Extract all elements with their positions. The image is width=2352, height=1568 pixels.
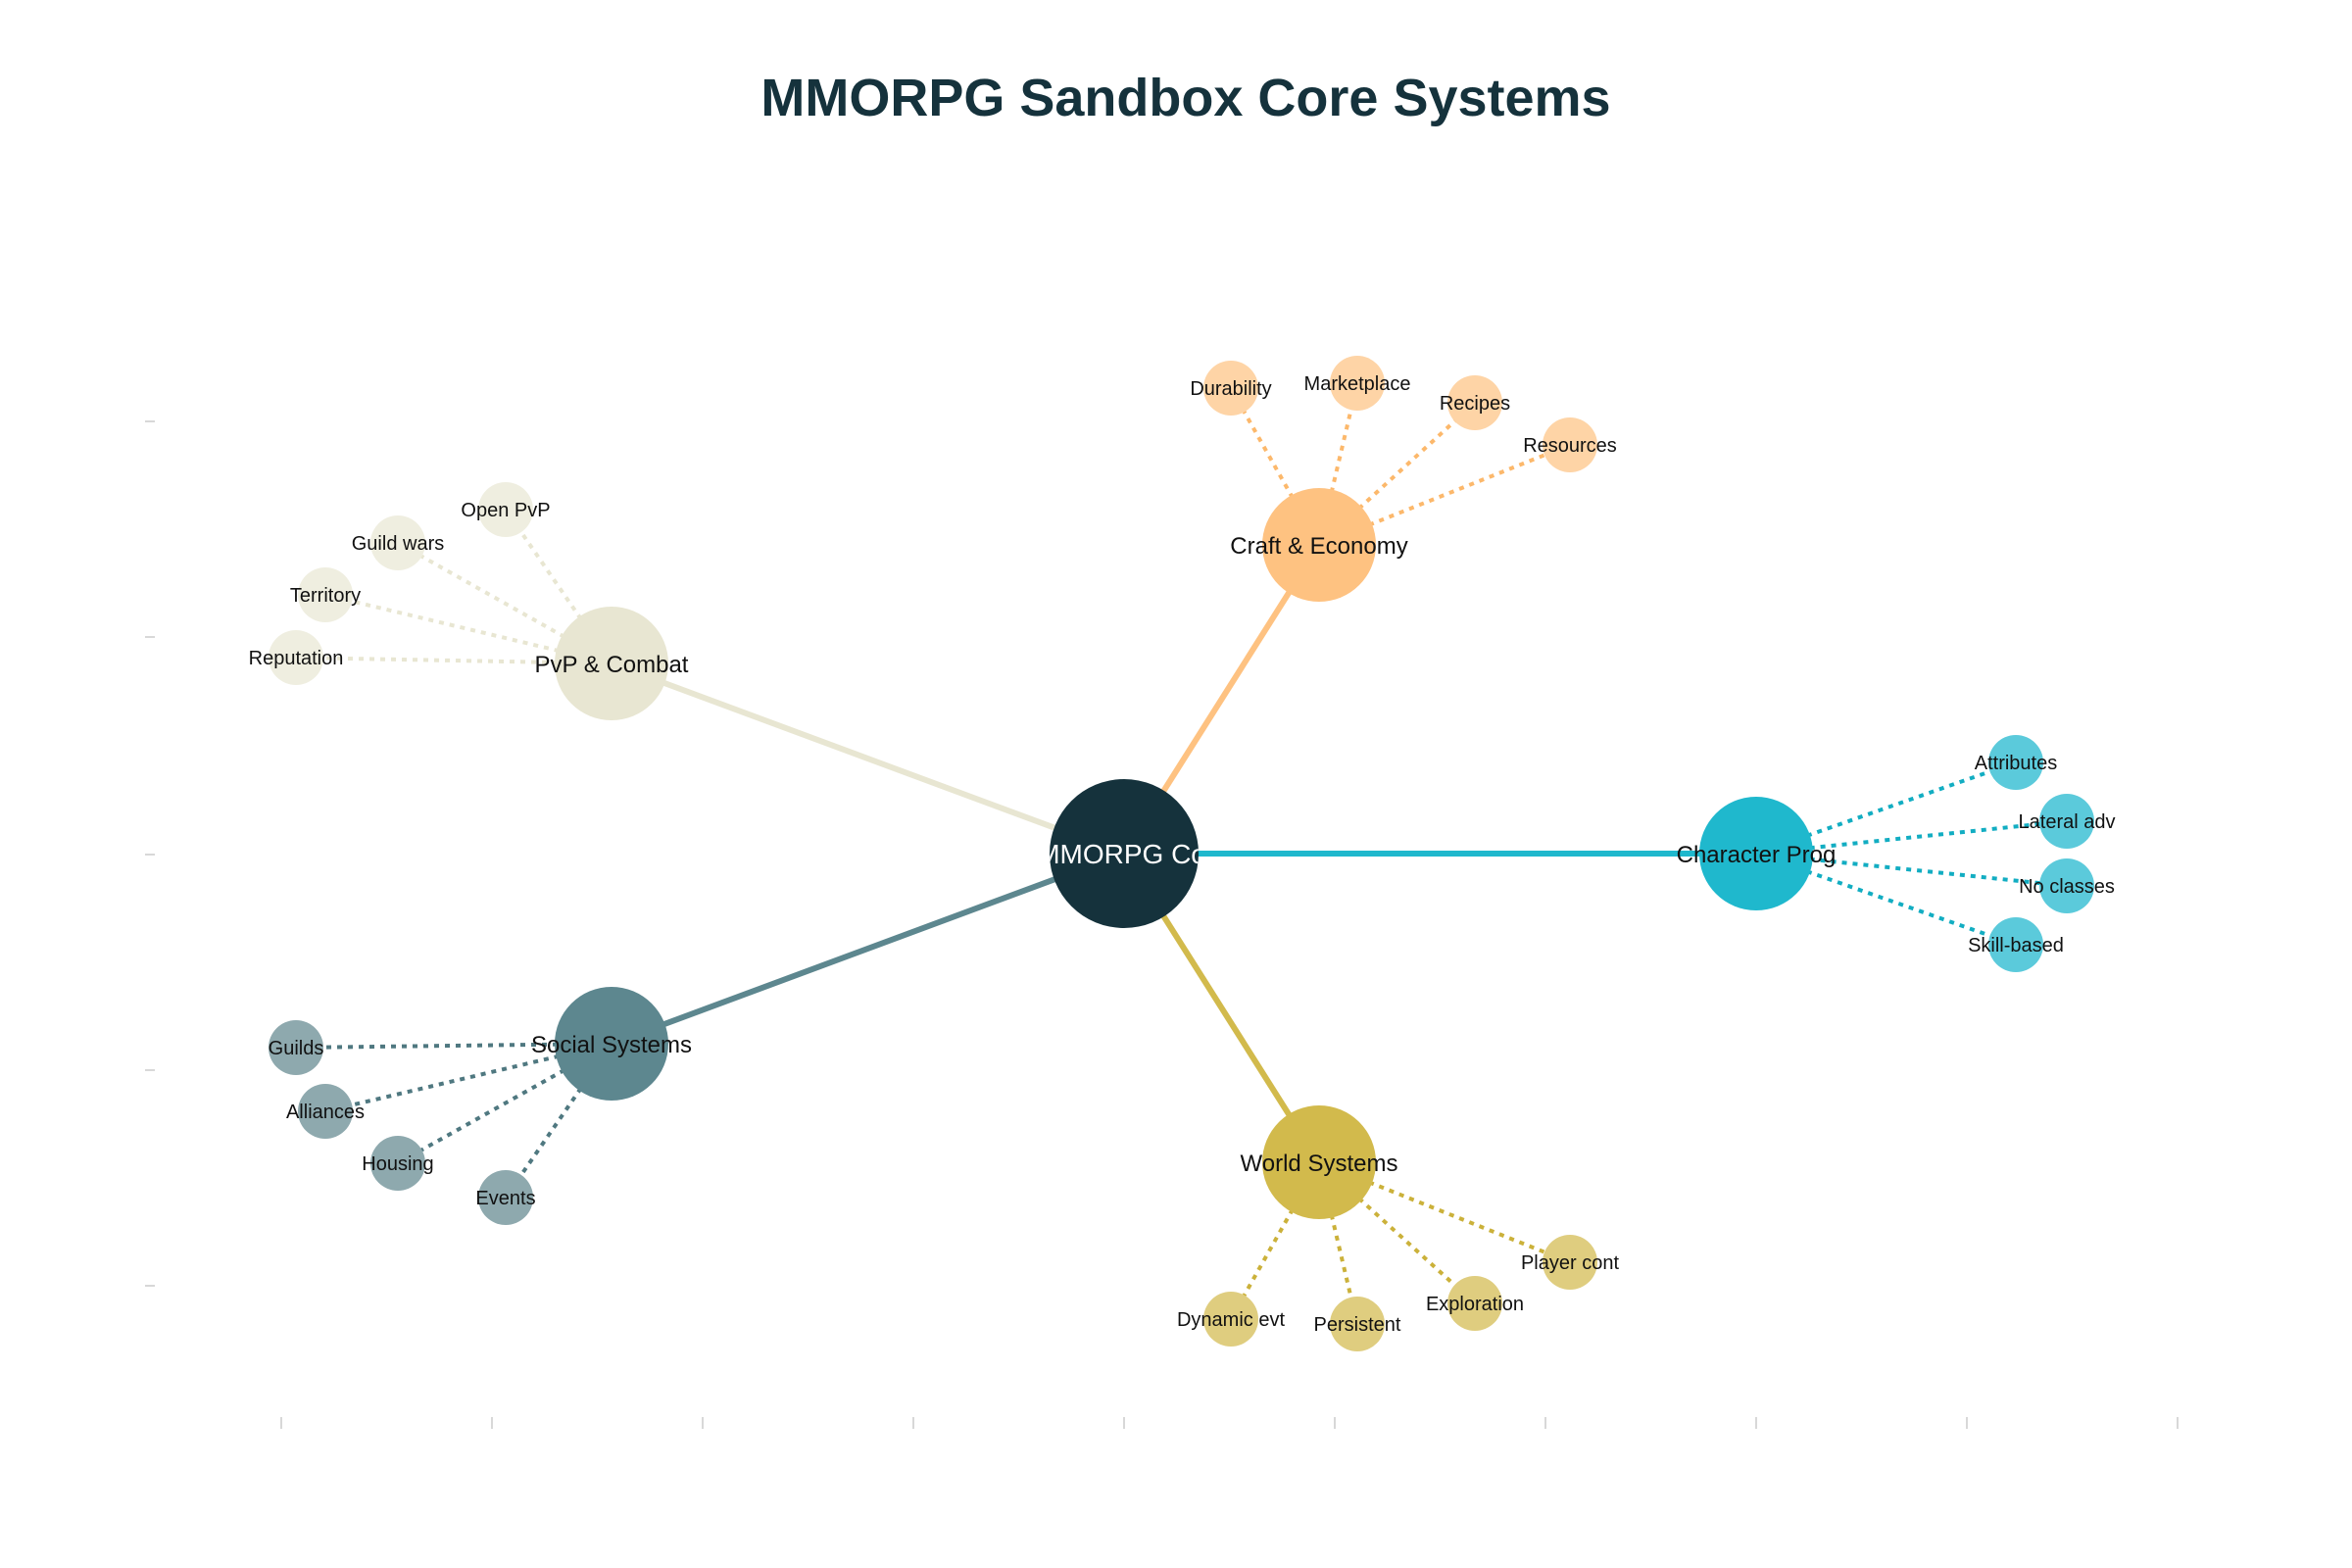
hub-node-label: Social Systems bbox=[531, 1032, 692, 1058]
leaf-node-no-classes: No classes bbox=[2019, 858, 2115, 913]
leaf-node-label: Marketplace bbox=[1304, 373, 1411, 395]
leaf-node-guild-wars: Guild wars bbox=[352, 515, 444, 570]
axis-ticks bbox=[145, 420, 2179, 1429]
hub-node-craft: Craft & Economy bbox=[1230, 488, 1408, 602]
hub-node-circle bbox=[555, 607, 668, 720]
leaf-node-label: Player cont bbox=[1521, 1252, 1619, 1274]
leaf-node-circle bbox=[1203, 1292, 1258, 1347]
hub-node-circle bbox=[1699, 797, 1813, 910]
edge-character-lateral-adv bbox=[1755, 819, 2068, 856]
leaf-node-circle bbox=[269, 1020, 323, 1075]
leaf-node-territory: Territory bbox=[290, 567, 361, 622]
leaf-node-label: Guild wars bbox=[352, 533, 444, 555]
hub-node-label: World Systems bbox=[1241, 1151, 1398, 1177]
leaf-node-label: Skill-based bbox=[1968, 935, 2064, 956]
leaf-node-circle bbox=[269, 630, 323, 685]
leaf-node-label: Events bbox=[475, 1188, 535, 1209]
leaf-node-label: Attributes bbox=[1975, 753, 2057, 774]
leaf-node-circle bbox=[1447, 375, 1502, 430]
leaf-node-player-cont: Player cont bbox=[1521, 1235, 1619, 1290]
leaf-node-circle bbox=[478, 482, 533, 537]
leaf-node-label: Open PvP bbox=[461, 500, 550, 521]
hub-node-character: Character Prog bbox=[1677, 797, 1837, 910]
leaf-node-label: Resources bbox=[1523, 435, 1617, 457]
center-node-circle bbox=[1050, 779, 1199, 928]
edge-social-guilds bbox=[295, 1042, 612, 1050]
leaf-node-circle bbox=[478, 1170, 533, 1225]
edge-center-pvp bbox=[610, 661, 1126, 857]
leaf-node-marketplace: Marketplace bbox=[1304, 356, 1411, 411]
leaf-node-label: Dynamic evt bbox=[1177, 1309, 1285, 1331]
leaf-node-label: Persistent bbox=[1314, 1314, 1401, 1336]
hub-node-label: Character Prog bbox=[1677, 842, 1837, 868]
leaf-node-label: Lateral adv bbox=[2019, 811, 2116, 833]
leaf-node-guilds: Guilds bbox=[269, 1020, 324, 1075]
leaf-node-label: Housing bbox=[362, 1153, 433, 1175]
leaf-node-exploration: Exploration bbox=[1426, 1276, 1524, 1331]
leaf-node-circle bbox=[1988, 917, 2043, 972]
leaf-node-housing: Housing bbox=[362, 1136, 434, 1191]
leaf-node-resources: Resources bbox=[1523, 417, 1617, 472]
edge-world-dynamic-evt bbox=[1229, 1161, 1321, 1320]
center-node: MMORPG Core bbox=[1037, 779, 1231, 928]
leaf-node-label: Alliances bbox=[286, 1102, 365, 1123]
leaf-node-circle bbox=[1447, 1276, 1502, 1331]
leaf-node-circle bbox=[1543, 1235, 1597, 1290]
leaf-node-label: Territory bbox=[290, 585, 361, 607]
leaf-node-circle bbox=[2039, 794, 2094, 849]
leaf-node-label: Reputation bbox=[249, 648, 344, 669]
leaf-node-persistent: Persistent bbox=[1314, 1297, 1401, 1351]
leaf-node-label: Exploration bbox=[1426, 1294, 1524, 1315]
leaf-node-reputation: Reputation bbox=[249, 630, 344, 685]
leaf-node-open-pvp: Open PvP bbox=[461, 482, 551, 537]
leaf-node-circle bbox=[2039, 858, 2094, 913]
leaf-node-skill-based: Skill-based bbox=[1968, 917, 2064, 972]
leaf-node-circle bbox=[298, 567, 353, 622]
hub-node-social: Social Systems bbox=[531, 987, 692, 1101]
diagram-title: MMORPG Sandbox Core Systems bbox=[760, 69, 1610, 127]
edge-social-events bbox=[504, 1042, 613, 1200]
hub-node-label: PvP & Combat bbox=[535, 652, 689, 678]
leaf-node-recipes: Recipes bbox=[1440, 375, 1510, 430]
hub-node-label: Craft & Economy bbox=[1230, 533, 1407, 560]
leaf-node-circle bbox=[1330, 356, 1385, 411]
leaf-node-circle bbox=[370, 515, 425, 570]
hub-node-pvp: PvP & Combat bbox=[535, 607, 689, 720]
leaf-node-label: Durability bbox=[1190, 378, 1271, 400]
edge-pvp-open-pvp bbox=[504, 508, 613, 665]
hub-node-world: World Systems bbox=[1241, 1105, 1398, 1219]
edge-social-housing bbox=[397, 1042, 612, 1165]
edge-pvp-guild-wars bbox=[397, 541, 612, 665]
leaf-node-label: Recipes bbox=[1440, 393, 1510, 415]
leaf-node-circle bbox=[1203, 361, 1258, 416]
leaf-node-events: Events bbox=[475, 1170, 536, 1225]
leaf-node-circle bbox=[298, 1084, 353, 1139]
edge-craft-durability bbox=[1229, 387, 1321, 546]
edge-pvp-reputation bbox=[295, 656, 612, 665]
leaf-node-durability: Durability bbox=[1190, 361, 1272, 416]
hub-node-circle bbox=[1262, 488, 1376, 602]
center-node-label: MMORPG Core bbox=[1037, 839, 1231, 869]
edge-center-social bbox=[610, 851, 1126, 1047]
leaf-node-circle bbox=[370, 1136, 425, 1191]
hub-node-circle bbox=[1262, 1105, 1376, 1219]
leaf-node-attributes: Attributes bbox=[1975, 735, 2057, 790]
leaf-node-label: No classes bbox=[2019, 876, 2115, 898]
leaf-node-circle bbox=[1543, 417, 1597, 472]
leaf-node-alliances: Alliances bbox=[286, 1084, 365, 1139]
leaf-node-circle bbox=[1330, 1297, 1385, 1351]
leaf-node-circle bbox=[1988, 735, 2043, 790]
leaf-node-label: Guilds bbox=[269, 1038, 324, 1059]
edge-character-no-classes bbox=[1755, 852, 2068, 888]
hub-node-circle bbox=[555, 987, 668, 1101]
leaf-node-lateral-adv: Lateral adv bbox=[2019, 794, 2116, 849]
leaf-node-dynamic-evt: Dynamic evt bbox=[1177, 1292, 1285, 1347]
